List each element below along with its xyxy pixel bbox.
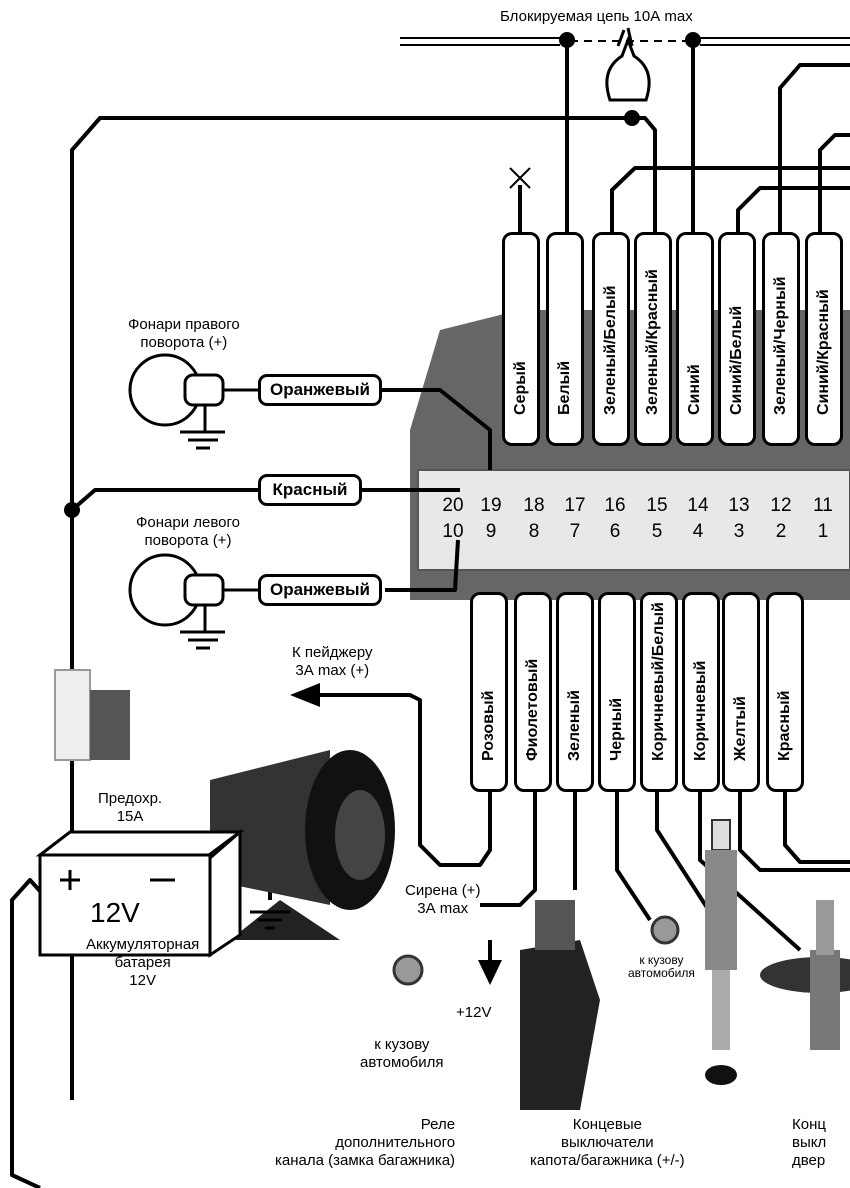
pin-number: 4	[692, 521, 704, 542]
left-turn-wire-tag: Оранжевый	[258, 574, 382, 606]
junction-dots	[64, 32, 701, 518]
hood-switch-icon	[705, 819, 737, 1085]
bottom-wire-box: Фиолетовый	[514, 592, 552, 792]
top-wire-box: Синий	[676, 232, 714, 446]
wire-cutter-icon	[605, 27, 651, 102]
siren-label: Сирена (+) 3А max	[405, 882, 481, 917]
pin-number: 12	[770, 495, 792, 516]
ground-terminal-1-icon	[392, 954, 424, 986]
pin-number: 10	[442, 521, 464, 542]
bottom-wire-box: Красный	[766, 592, 804, 792]
right-lamp-icon	[128, 353, 260, 450]
pin-number: 2	[775, 521, 787, 542]
top-wire-box: Серый	[502, 232, 540, 446]
pin-number: 17	[564, 495, 586, 516]
pin-number: 16	[604, 495, 626, 516]
wires	[10, 40, 850, 1188]
plus12-arrow-icon	[478, 960, 502, 985]
left-lamp-icon	[128, 553, 260, 650]
relay-label: Реле дополнительного канала (замка багаж…	[275, 1116, 456, 1169]
pin-number: 8	[528, 521, 540, 542]
blocked-circuit-label: Блокируемая цепь 10А max	[500, 8, 693, 25]
right-turn-wire-tag: Оранжевый	[258, 374, 382, 406]
top-wire-box: Зеленый/Черный	[762, 232, 800, 446]
relay-icon	[520, 900, 600, 1110]
top-wire-box: Белый	[546, 232, 584, 446]
pin-number: 19	[480, 495, 502, 516]
pin-number: 1	[817, 521, 829, 542]
ground-terminal-2-icon	[650, 915, 680, 945]
top-wire-box: Зеленый/Белый	[592, 232, 630, 446]
right-turn-label: Фонари правого поворота (+)	[128, 316, 240, 351]
not-connected-mark	[509, 167, 531, 189]
body-ground-label-1: к кузову автомобиля	[360, 1036, 444, 1071]
pin-number: 13	[728, 495, 750, 516]
siren-icon	[210, 750, 395, 940]
top-wire-box: Зеленый/Красный	[634, 232, 672, 446]
pager-label: К пейджеру 3А max (+)	[292, 644, 373, 679]
hood-switch-label: Концевые выключатели капота/багажника (+…	[530, 1116, 685, 1169]
pin-number: 9	[485, 521, 497, 542]
left-turn-label: Фонари левого поворота (+)	[136, 514, 240, 549]
battery-label: Аккумуляторная батарея 12V	[86, 936, 200, 989]
body-ground-label-2: к кузову автомобиля	[628, 953, 695, 980]
plus12-label: +12V	[456, 1004, 492, 1021]
fuse-label: Предохр. 15А	[98, 790, 163, 825]
bottom-wire-box: Коричневый/Белый	[640, 592, 678, 792]
door-switch-label: Конц выкл двер	[792, 1116, 827, 1169]
pin-number: 14	[687, 495, 709, 516]
pin-number: 6	[609, 521, 621, 542]
top-wire-box: Синий/Красный	[805, 232, 843, 446]
pin-number: 7	[569, 521, 581, 542]
bottom-wire-box: Зеленый	[556, 592, 594, 792]
bottom-wire-box: Коричневый	[682, 592, 720, 792]
bottom-wire-box: Желтый	[722, 592, 760, 792]
power-wire-tag: Красный	[258, 474, 362, 506]
fuse-icon	[54, 669, 130, 761]
battery-ground-icon	[250, 910, 290, 930]
pin-number: 5	[651, 521, 663, 542]
pin-number: 18	[523, 495, 545, 516]
pin-number: 11	[813, 495, 833, 516]
pin-number: 3	[733, 521, 745, 542]
top-wire-box: Синий/Белый	[718, 232, 756, 446]
door-switch-icon	[760, 900, 850, 1050]
pin-number: 20	[442, 495, 464, 516]
bottom-wire-box: Черный	[598, 592, 636, 792]
pin-number: 15	[646, 495, 668, 516]
battery-face-label: 12V	[90, 897, 140, 928]
bottom-wire-box: Розовый	[470, 592, 508, 792]
pager-arrow-icon	[290, 683, 320, 707]
battery-icon	[35, 828, 245, 958]
